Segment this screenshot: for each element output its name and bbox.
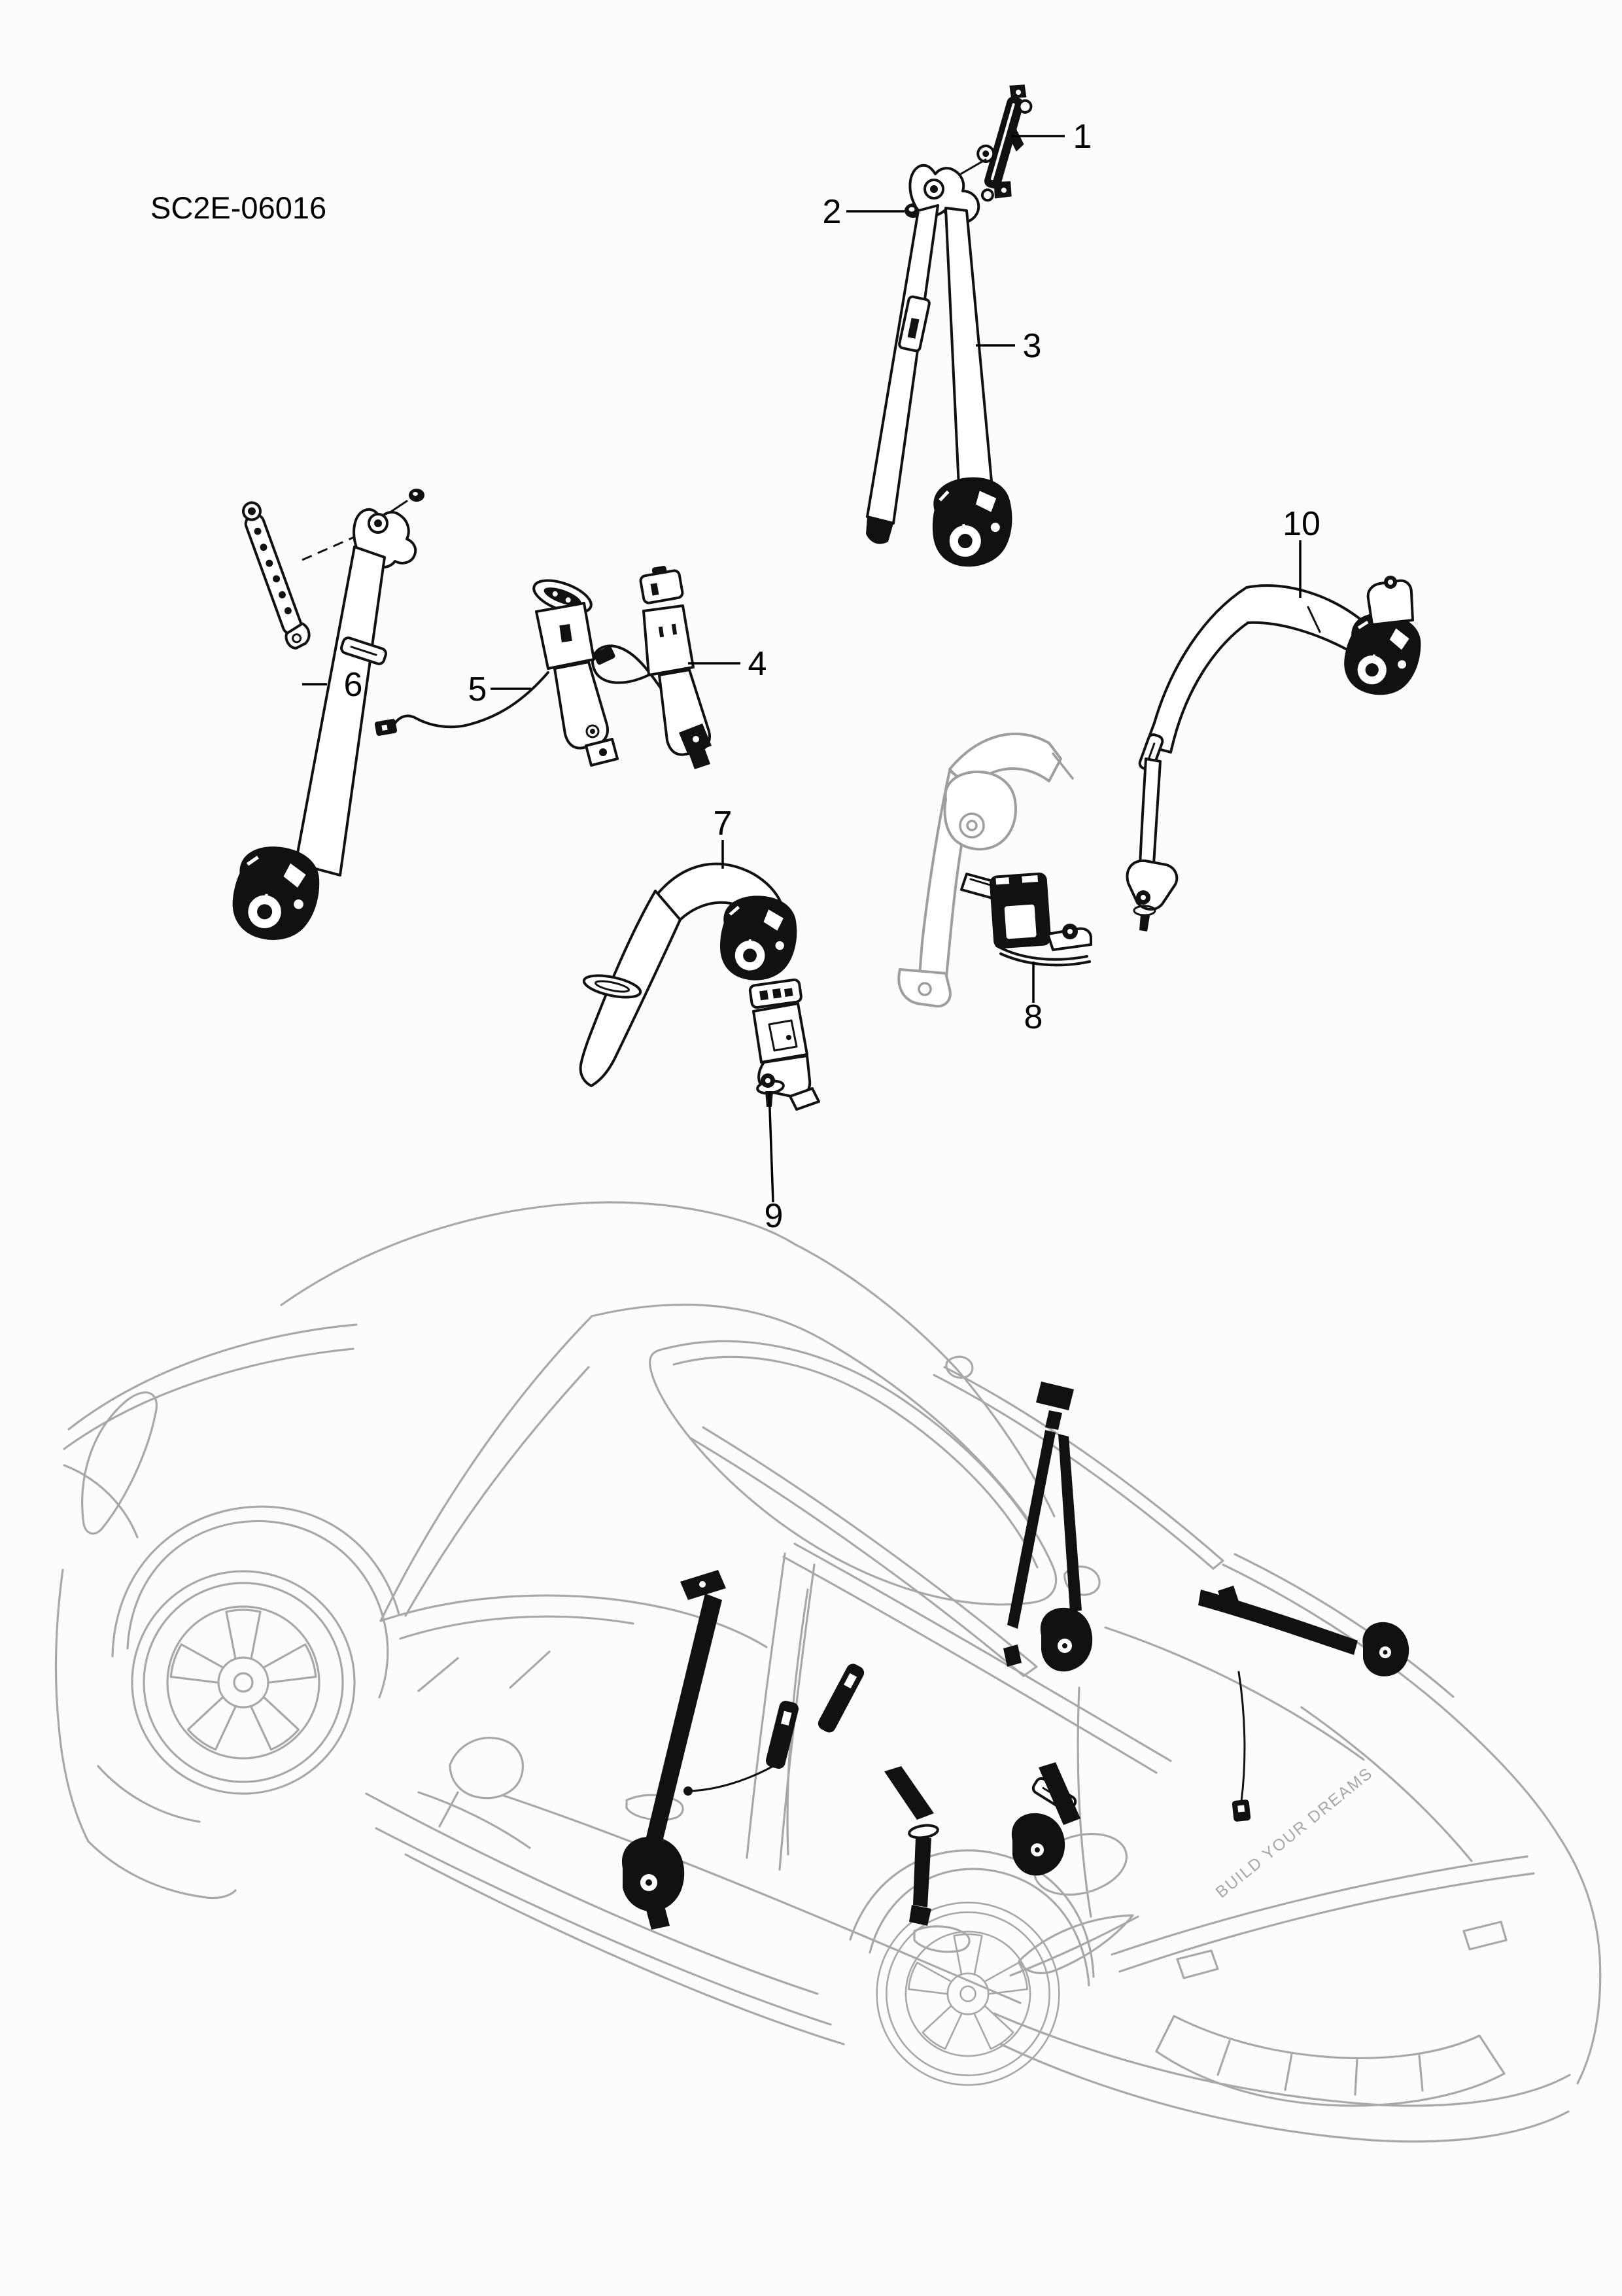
headlight [81, 1391, 158, 1535]
callout-8: 8 [1024, 962, 1043, 1036]
tail-light [1018, 1914, 1134, 1974]
door-handle-rear [913, 1925, 971, 1953]
part-7-rear-seat-belt [579, 862, 797, 1087]
callout-5-label: 5 [468, 670, 487, 708]
roof-rail-far [933, 1374, 1215, 1570]
belt-webbing [944, 207, 993, 488]
installed-front-retractor [622, 1836, 685, 1912]
bumper-vent-right [1462, 1921, 1508, 1951]
front-wheel [131, 1570, 356, 1795]
installed-center-belt [884, 1762, 1080, 1926]
far-mirror [945, 1355, 974, 1379]
part-10-rear-side-belt [1126, 576, 1424, 931]
belt-webbing [1145, 584, 1367, 754]
bumper-vent-left [1176, 1949, 1219, 1979]
belt-retractor [927, 474, 1017, 570]
side-mirror [449, 1737, 524, 1800]
tail-light-bar [1111, 1855, 1528, 1956]
belt-height-adjuster-rail [241, 501, 311, 650]
callout-2: 2 [823, 193, 905, 231]
part-5-buckle [374, 579, 619, 767]
vehicle-outline [54, 1201, 1602, 2143]
part-1-height-adjuster [946, 84, 1033, 202]
callout-6: 6 [302, 666, 362, 704]
charge-port [1033, 1832, 1128, 1896]
vehicle-badge: BUILD YOUR DREAMS [1212, 1764, 1376, 1902]
belt-webbing [294, 546, 386, 877]
roofline [591, 1303, 1028, 1519]
callout-6-label: 6 [344, 666, 363, 704]
rear-bumper-bottom [999, 2043, 1570, 2143]
a-pillar [379, 1315, 593, 1622]
front-wheel-arch [126, 1520, 389, 1699]
part-6-front-seat-belt [229, 489, 424, 945]
installed-front-belt [622, 1570, 726, 1930]
callout-3: 3 [976, 327, 1041, 365]
diffuser [1155, 2015, 1506, 2107]
belt-retractor [720, 896, 797, 980]
far-a-pillar [793, 1243, 958, 1370]
rear-glass-bottom [1104, 1626, 1365, 1761]
b-pillar [746, 1552, 786, 1859]
callout-5: 5 [468, 670, 531, 708]
callout-3-label: 3 [1023, 327, 1042, 365]
belt-lower-anchor [1126, 859, 1179, 911]
installed-rear-left-belt [1003, 1382, 1093, 1672]
part-4-buckle-pretensioner [591, 566, 712, 769]
rear-door-edge [1077, 1686, 1092, 1918]
diagram-code: SC2E-06016 [150, 190, 326, 225]
tailgate-edge [1557, 1834, 1602, 2085]
callout-4: 4 [688, 645, 767, 683]
spoiler [1222, 1563, 1559, 1836]
callout-10: 10 [1283, 505, 1320, 598]
belt-loop-ring [582, 974, 642, 999]
part-3-front-seat-belt [866, 164, 1017, 570]
cowl [379, 1594, 768, 1648]
rear-wheel-arch [869, 1868, 1090, 1987]
beltline [793, 1542, 1172, 1762]
sunroof [649, 1340, 1058, 1606]
belt-webbing [866, 204, 939, 525]
callout-9-label: 9 [765, 1197, 784, 1235]
callout-7-label: 7 [714, 805, 733, 843]
context-center-belt [897, 732, 1074, 1008]
hood-curve [280, 1201, 796, 1306]
callout-4-label: 4 [748, 645, 767, 683]
callout-1: 1 [1012, 118, 1092, 156]
installed-rear-right-belt [1198, 1586, 1409, 1822]
part-9-buckle [748, 978, 820, 1111]
callout-1-label: 1 [1073, 118, 1092, 156]
context-retractor [943, 771, 1017, 851]
callout-8-label: 8 [1024, 998, 1043, 1036]
roof-rail-near [689, 1436, 1025, 1677]
installed-front-buckles [683, 1663, 865, 1796]
callout-9: 9 [765, 1090, 784, 1235]
part-8-buckle-bracket [960, 872, 1092, 967]
callout-10-label: 10 [1283, 505, 1320, 543]
door-handle-front [625, 1794, 684, 1821]
callout-7: 7 [714, 805, 733, 869]
front-bumper [54, 1569, 90, 1843]
callout-2-label: 2 [823, 193, 842, 231]
belt-tongue-plate [898, 295, 931, 353]
